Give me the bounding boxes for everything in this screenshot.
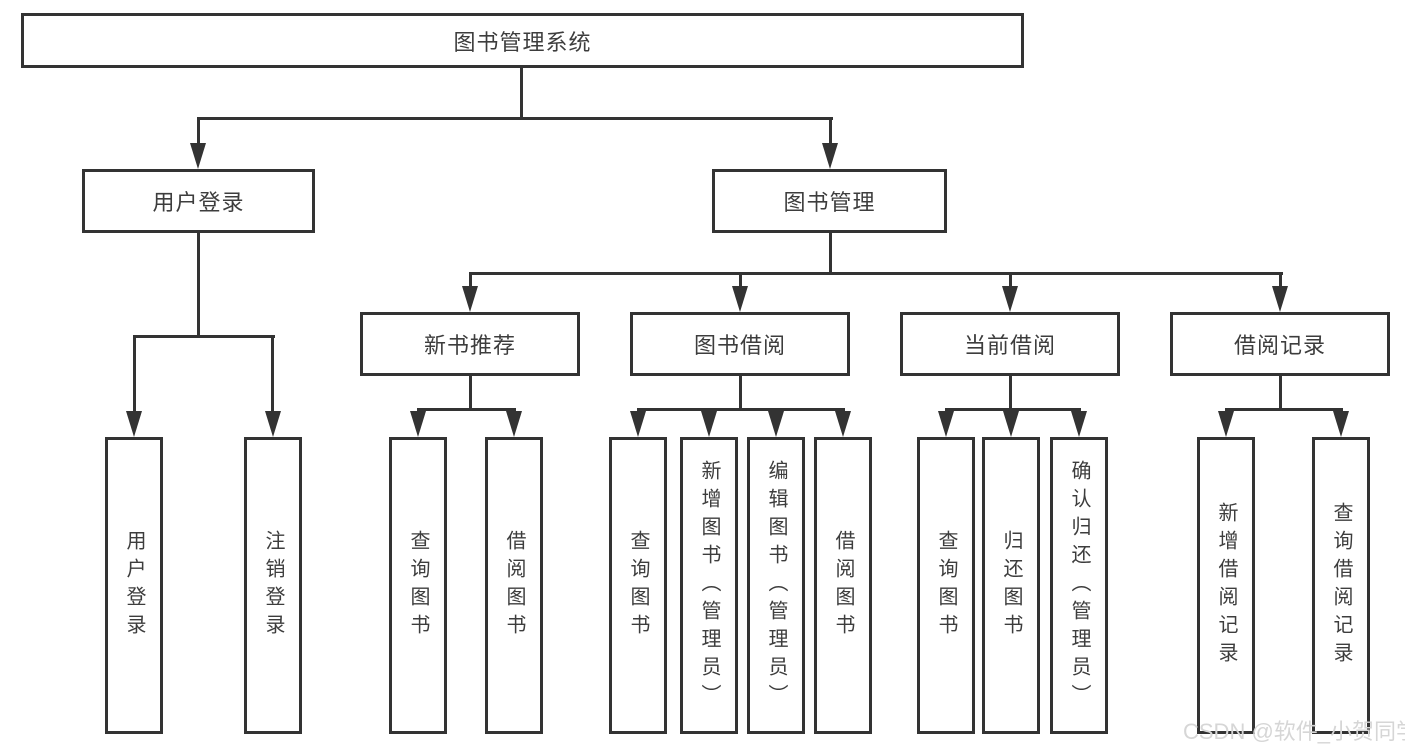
node-query-books: 查询图书: [389, 437, 447, 734]
connector-line: [1279, 274, 1282, 290]
arrow-down-icon: [1002, 286, 1018, 312]
watermark: CSDN @软件_小贺同学: [1183, 719, 1405, 744]
connector-line: [271, 336, 274, 413]
arrow-down-icon: [506, 411, 522, 437]
arrow-down-icon: [938, 411, 954, 437]
node-book-management: 图书管理: [712, 169, 947, 233]
arrow-down-icon: [768, 411, 784, 437]
node-edit-books-admin: 编辑图书（管理员）: [747, 437, 805, 734]
node-label: 图书管理系统: [453, 29, 592, 55]
node-confirm-return-admin: 确认归还（管理员）: [1050, 437, 1108, 734]
connector-line: [1009, 376, 1012, 408]
connector-line: [637, 408, 845, 411]
node-label: 编辑图书（管理员）: [765, 459, 787, 712]
node-borrow-books: 借阅图书: [814, 437, 872, 734]
node-query-borrow-record: 查询借阅记录: [1312, 437, 1370, 734]
node-label: 借阅记录: [1233, 333, 1326, 358]
connector-line: [1279, 376, 1282, 408]
node-borrowing-records: 借阅记录: [1170, 312, 1390, 376]
arrow-down-icon: [126, 411, 142, 437]
node-user-login-leaf: 用户登录: [105, 437, 163, 734]
connector-line: [469, 376, 472, 408]
node-label: 新增借阅记录: [1215, 501, 1237, 670]
arrow-down-icon: [190, 143, 206, 169]
node-query-books: 查询图书: [609, 437, 667, 734]
arrow-down-icon: [732, 286, 748, 312]
connector-line: [197, 232, 200, 335]
connector-line: [520, 68, 523, 118]
arrow-down-icon: [1003, 411, 1019, 437]
node-label: 查询借阅记录: [1330, 501, 1352, 670]
node-label: 图书管理: [783, 190, 876, 215]
connector-line: [133, 335, 275, 338]
node-label: 当前借阅: [963, 333, 1056, 358]
node-label: 查询图书: [407, 529, 429, 642]
arrow-down-icon: [1218, 411, 1234, 437]
arrow-down-icon: [1071, 411, 1087, 437]
node-label: 新增图书（管理员）: [698, 459, 720, 712]
node-label: 确认归还（管理员）: [1068, 459, 1090, 712]
connector-line: [945, 408, 1081, 411]
arrow-down-icon: [1333, 411, 1349, 437]
node-label: 图书借阅: [693, 333, 786, 358]
arrow-down-icon: [822, 143, 838, 169]
arrow-down-icon: [410, 411, 426, 437]
connector-line: [1009, 274, 1012, 290]
connector-line: [1225, 408, 1343, 411]
node-library-management-system: 图书管理系统: [21, 13, 1024, 68]
node-logout: 注销登录: [244, 437, 302, 734]
node-new-book-recommendation: 新书推荐: [360, 312, 580, 376]
node-borrow-books: 借阅图书: [485, 437, 543, 734]
node-label: 新书推荐: [423, 333, 516, 358]
node-label: 用户登录: [152, 190, 245, 215]
connector-line: [197, 118, 200, 146]
node-label: 查询图书: [935, 529, 957, 642]
node-label: 归还图书: [1000, 529, 1022, 642]
node-book-borrowing: 图书借阅: [630, 312, 850, 376]
arrow-down-icon: [701, 411, 717, 437]
arrow-down-icon: [630, 411, 646, 437]
node-add-borrow-record: 新增借阅记录: [1197, 437, 1255, 734]
connector-line: [469, 272, 1283, 275]
node-query-books: 查询图书: [917, 437, 975, 734]
arrow-down-icon: [835, 411, 851, 437]
arrow-down-icon: [265, 411, 281, 437]
node-user-login: 用户登录: [82, 169, 315, 233]
node-add-books-admin: 新增图书（管理员）: [680, 437, 738, 734]
connector-line: [739, 274, 742, 290]
connector-line: [197, 117, 833, 120]
node-label: 借阅图书: [503, 529, 525, 642]
connector-line: [469, 274, 472, 290]
node-current-borrowing: 当前借阅: [900, 312, 1120, 376]
node-label: 注销登录: [262, 529, 284, 642]
connector-line: [417, 408, 516, 411]
arrow-down-icon: [462, 286, 478, 312]
node-label: 用户登录: [123, 529, 145, 642]
connector-line: [829, 118, 832, 146]
connector-line: [133, 336, 136, 413]
node-label: 查询图书: [627, 529, 649, 642]
node-return-books: 归还图书: [982, 437, 1040, 734]
node-label: 借阅图书: [832, 529, 854, 642]
connector-line: [829, 232, 832, 272]
connector-line: [739, 376, 742, 408]
arrow-down-icon: [1272, 286, 1288, 312]
